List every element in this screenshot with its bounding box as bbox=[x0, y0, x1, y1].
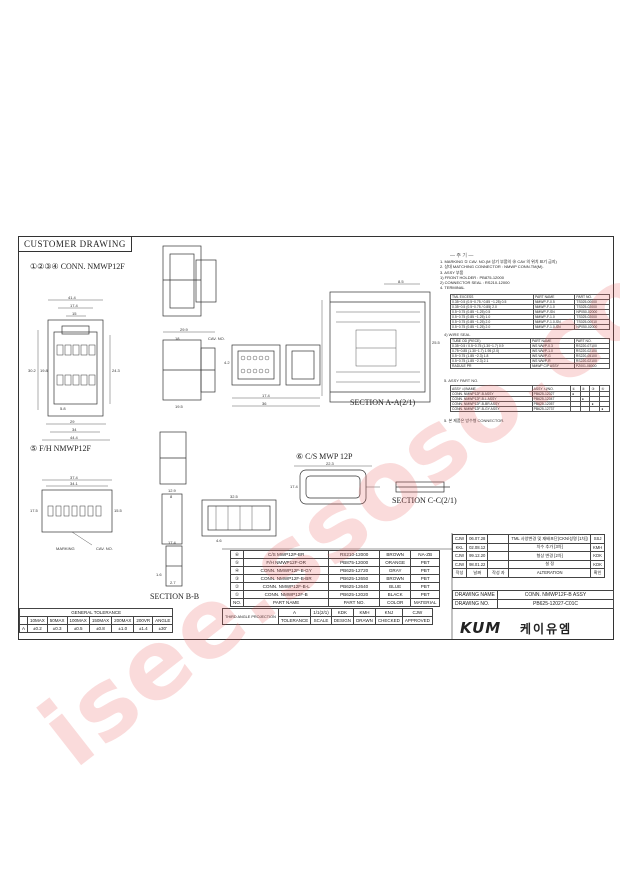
wire-seal-label: 4) WIRE SEAL bbox=[444, 332, 471, 337]
dim: 8 bbox=[170, 494, 173, 499]
section-aa-title: SECTION A-A(2/1) bbox=[350, 398, 416, 407]
dim: 17.5 bbox=[30, 508, 38, 513]
cav-no-label: CAV. NO. bbox=[208, 336, 225, 341]
dim: 29 bbox=[70, 419, 75, 424]
dim: 2.7 bbox=[170, 580, 176, 585]
dim: 30.2 bbox=[28, 368, 36, 373]
marking-label: MARKING bbox=[56, 546, 75, 551]
assy-part-label: 5. ASSY PART NO. bbox=[444, 378, 479, 383]
dim: 22.3 bbox=[326, 461, 334, 466]
note-line: 3. ASSY 부품 bbox=[440, 269, 464, 275]
dim: 44.4 bbox=[70, 435, 78, 440]
drawing-no-label: DRAWING NO. bbox=[452, 599, 498, 609]
note-line: 4. TERMINAL bbox=[440, 285, 465, 291]
note-last: 5. 본 제품은 방수형 CONNECTOR. bbox=[444, 418, 505, 423]
drawing-no: PB625-12027-C01C bbox=[497, 599, 614, 609]
cav-no-label-fh: CAV. NO. bbox=[96, 546, 113, 551]
dim: 37.4 bbox=[70, 475, 78, 480]
dim: 5.8 bbox=[60, 406, 66, 411]
conn-rear-view bbox=[231, 344, 321, 407]
dim: 4.6 bbox=[216, 538, 222, 543]
section-cc-view bbox=[395, 481, 450, 493]
dim: 15.5 bbox=[114, 508, 122, 513]
section-aa-view bbox=[321, 283, 431, 403]
dim: 25.5 bbox=[432, 340, 440, 345]
section-cc-title: SECTION C-C(2/1) bbox=[392, 496, 457, 505]
conn-side-view bbox=[162, 331, 216, 401]
company-logo: KUM bbox=[460, 619, 502, 637]
conn-view-title: ①②③④ CONN. NMWP12F bbox=[30, 262, 125, 271]
drawing-name-label: DRAWING NAME bbox=[452, 590, 498, 600]
dim: 15 bbox=[72, 311, 77, 316]
cs-view bbox=[294, 465, 380, 505]
dim: 18 bbox=[175, 336, 180, 341]
drawing-sheet: CUSTOMER DRAWING bbox=[18, 236, 614, 640]
notes-block: — 주 기 — 1. MARKING ① CAV. NO.(M 상기 부품의 ⊕… bbox=[440, 253, 612, 291]
dim: 17.4 bbox=[70, 303, 78, 308]
company-korean-name: 케이유엠 bbox=[520, 622, 573, 636]
dim: 8.5 bbox=[398, 279, 404, 284]
dim: 34.1 bbox=[70, 481, 78, 486]
note-line: 2) CONNECTOR SEAL : RS210-12000 bbox=[440, 280, 510, 286]
note-line: 2. 상대 MATCHING CONNECTOR : NMWP CONN.TM(… bbox=[440, 264, 544, 270]
dim: 34 bbox=[72, 427, 77, 432]
dim: 41.4 bbox=[68, 295, 76, 300]
drawing-name: CONN. NMWP12F-B ASSY bbox=[497, 590, 614, 600]
dim: 17.4 bbox=[290, 484, 298, 489]
note-line: 1. MARKING ① CAV. NO.(M 상기 부품의 ⊕ CAV 의 위… bbox=[440, 259, 557, 265]
fh-view-title: ⑤ F/H NMWP12F bbox=[30, 444, 91, 453]
dim: 12.9 bbox=[168, 488, 176, 493]
dim: 36 bbox=[262, 401, 267, 406]
fh-side-view bbox=[159, 431, 187, 587]
section-bb-title: SECTION B-B bbox=[150, 592, 200, 601]
note-line: 1) FRONT HOLDER : PB875-12000 bbox=[440, 274, 504, 280]
dim: 4.2 bbox=[224, 360, 230, 365]
dim: 32.5 bbox=[230, 494, 238, 499]
dim: 19.8 bbox=[40, 368, 48, 373]
notes-header: — 주 기 — bbox=[450, 253, 474, 259]
dim: 17.4 bbox=[168, 540, 176, 545]
dim: 1.6 bbox=[156, 572, 162, 577]
cs-view-title: ⑥ C/S MWP 12P bbox=[296, 452, 353, 461]
fh-front-view bbox=[41, 479, 113, 546]
section-bb-view bbox=[201, 499, 277, 537]
dim: 29.9 bbox=[180, 327, 188, 332]
conn-front-view bbox=[37, 299, 111, 441]
sheet-tag: CUSTOMER DRAWING bbox=[19, 237, 132, 252]
dim: 24.3 bbox=[112, 368, 120, 373]
dim: 17.4 bbox=[262, 393, 270, 398]
dim: 19.5 bbox=[175, 404, 183, 409]
conn-top-view bbox=[162, 245, 217, 317]
